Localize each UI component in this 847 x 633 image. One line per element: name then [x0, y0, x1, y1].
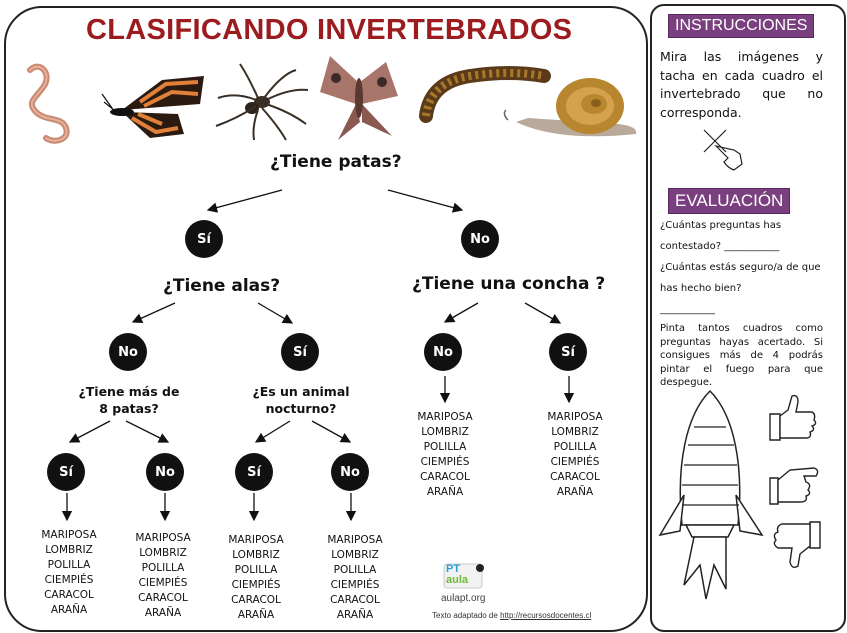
logo-pt: PT [446, 563, 461, 575]
list-item[interactable]: CARACOL [330, 594, 380, 606]
list-item[interactable]: MARIPOSA [135, 532, 191, 544]
animal-list-no-shell[interactable]: MARIPOSA LOMBRIZ POLILLA CIEMPIÉS CARACO… [405, 410, 485, 500]
thumbs-sideways-icon[interactable] [766, 460, 824, 508]
animal-list-yes-nocturnal[interactable]: MARIPOSA LOMBRIZ POLILLA CIEMPIÉS CARACO… [216, 533, 296, 623]
list-item[interactable]: CIEMPIÉS [44, 574, 94, 586]
list-item[interactable]: ARAÑA [336, 609, 374, 621]
list-item[interactable]: CIEMPIÉS [420, 456, 470, 468]
list-item[interactable]: CARACOL [550, 471, 600, 483]
list-item[interactable]: LOMBRIZ [139, 547, 187, 559]
eval-q2-line1: ¿Cuántas estás seguro/a de que [660, 262, 821, 273]
list-item[interactable]: ARAÑA [50, 604, 88, 616]
instructions-label: INSTRUCCIONES [668, 14, 815, 38]
answer-no-legs: No [461, 220, 499, 258]
millipede-image [419, 66, 551, 123]
list-item[interactable]: LOMBRIZ [45, 544, 93, 556]
list-item[interactable]: LOMBRIZ [232, 549, 280, 561]
list-item[interactable]: CARACOL [231, 594, 281, 606]
list-item[interactable]: MARIPOSA [228, 534, 284, 546]
answer-yes-legs: Sí [185, 220, 223, 258]
instructions-text: Mira las imágenes y tacha en cada cuadro… [660, 49, 823, 120]
answer-yes-wings: Sí [281, 333, 319, 371]
list-item[interactable]: ARAÑA [556, 486, 594, 498]
thumbs-up-icon[interactable] [766, 390, 818, 444]
eval-q2-line2: has hecho bien? [660, 283, 742, 294]
answer-yes-nocturnal: Sí [235, 453, 273, 491]
site-name[interactable]: aulapt.org [441, 593, 486, 604]
page-title: CLASIFICANDO INVERTEBRADOS [86, 14, 573, 46]
list-item[interactable]: LOMBRIZ [421, 426, 469, 438]
list-item[interactable]: LOMBRIZ [331, 549, 379, 561]
list-item[interactable]: ARAÑA [144, 607, 182, 619]
eval-q1-line2[interactable]: contestado? ___________ [660, 241, 780, 252]
credit-prefix: Texto adaptado de [432, 611, 501, 620]
list-item[interactable]: MARIPOSA [327, 534, 383, 546]
list-item[interactable]: CIEMPIÉS [138, 577, 188, 589]
aulapt-logo: PT aula [440, 562, 490, 590]
animal-list-no-8legs[interactable]: MARIPOSA LOMBRIZ POLILLA CIEMPIÉS CARACO… [123, 531, 203, 621]
list-item[interactable]: CIEMPIÉS [330, 579, 380, 591]
credit-link[interactable]: http://recursosdocentes.cl [500, 611, 592, 620]
snail-image [503, 78, 637, 137]
rocket-image[interactable] [650, 385, 770, 620]
answer-no-nocturnal: No [331, 453, 369, 491]
paint-instructions: Pinta tantos cuadros como preguntas haya… [660, 323, 823, 388]
answer-yes-shell: Sí [549, 333, 587, 371]
question-nocturnal: ¿Es un animal nocturno? [246, 383, 356, 417]
question-nocturnal-line1: ¿Es un animal [252, 384, 350, 399]
eval-q2-answer-line[interactable]: ___________ [660, 304, 715, 315]
spider-image [215, 63, 309, 141]
list-item[interactable]: MARIPOSA [547, 411, 603, 423]
list-item[interactable]: CARACOL [420, 471, 470, 483]
list-item[interactable]: MARIPOSA [417, 411, 473, 423]
list-item[interactable]: CIEMPIÉS [550, 456, 600, 468]
list-item[interactable]: CARACOL [138, 592, 188, 604]
animal-list-yes-shell[interactable]: MARIPOSA LOMBRIZ POLILLA CIEMPIÉS CARACO… [535, 410, 615, 500]
aulapt-logo-graphic [443, 563, 484, 589]
list-item[interactable]: POLILLA [423, 441, 467, 453]
list-item[interactable]: ARAÑA [237, 609, 275, 621]
list-item[interactable]: CARACOL [44, 589, 94, 601]
thumbs-down-icon[interactable] [770, 518, 822, 574]
question-more-8-legs: ¿Tiene más de 8 patas? [74, 383, 184, 417]
logo-aula: aula [446, 574, 469, 586]
question-has-legs: ¿Tiene patas? [270, 152, 402, 172]
question-has-shell: ¿Tiene una concha ? [412, 274, 606, 294]
eval-q1-line1: ¿Cuántas preguntas has [660, 220, 782, 231]
list-item[interactable]: LOMBRIZ [551, 426, 599, 438]
list-item[interactable]: POLILLA [47, 559, 91, 571]
butterfly-image [101, 76, 204, 138]
moth-image [320, 56, 398, 140]
credit-line: Texto adaptado de http://recursosdocente… [432, 611, 591, 620]
animal-list-yes-8legs[interactable]: MARIPOSA LOMBRIZ POLILLA CIEMPIÉS CARACO… [29, 528, 109, 618]
animal-list-no-nocturnal[interactable]: MARIPOSA LOMBRIZ POLILLA CIEMPIÉS CARACO… [315, 533, 395, 623]
answer-yes-8legs: Sí [47, 453, 85, 491]
list-item[interactable]: ARAÑA [426, 486, 464, 498]
list-item[interactable]: POLILLA [553, 441, 597, 453]
list-item[interactable]: POLILLA [141, 562, 185, 574]
answer-no-wings: No [109, 333, 147, 371]
question-more-8-legs-line2: 8 patas? [99, 401, 159, 416]
cross-out-hand-icon [703, 129, 743, 171]
list-item[interactable]: MARIPOSA [41, 529, 97, 541]
list-item[interactable]: CIEMPIÉS [231, 579, 281, 591]
worm-image [27, 63, 70, 144]
list-item[interactable]: POLILLA [234, 564, 278, 576]
answer-no-8legs: No [146, 453, 184, 491]
question-more-8-legs-line1: ¿Tiene más de [78, 384, 180, 399]
evaluation-label: EVALUACIÓN [668, 188, 791, 214]
list-item[interactable]: POLILLA [333, 564, 377, 576]
question-nocturnal-line2: nocturno? [265, 401, 337, 416]
question-has-wings: ¿Tiene alas? [163, 276, 281, 296]
answer-no-shell: No [424, 333, 462, 371]
